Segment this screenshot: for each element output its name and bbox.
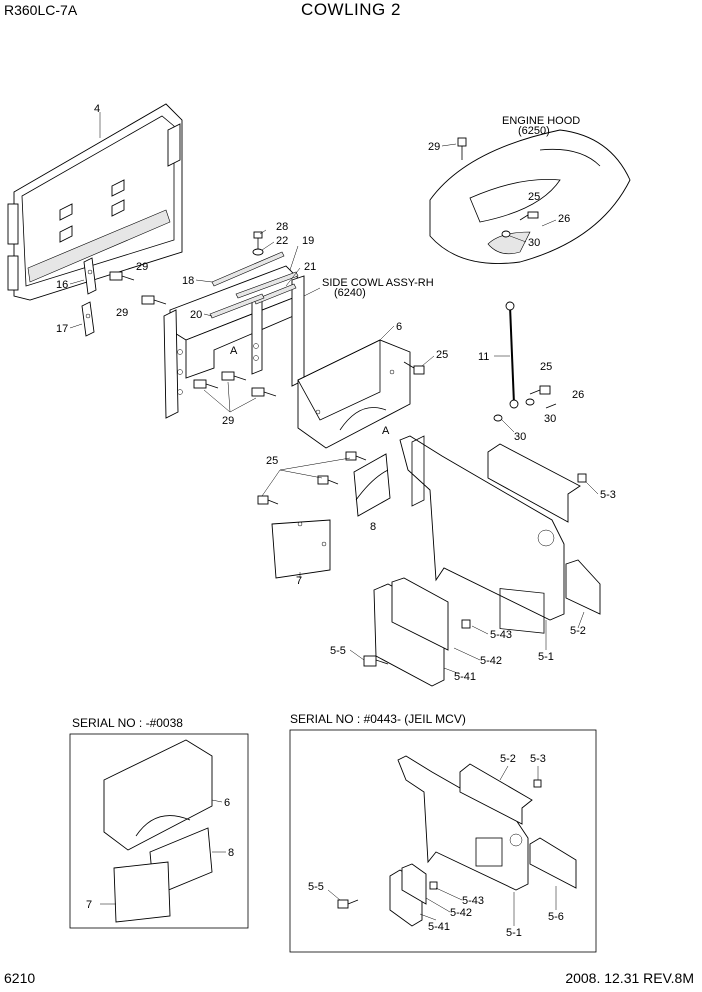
bolt-25-group — [257, 451, 367, 505]
callout-29-d: 29 — [428, 141, 440, 153]
serial-box-right — [289, 729, 597, 953]
model-number: R360LC-7A — [4, 2, 78, 18]
serial-right-plate-5-41 — [389, 863, 427, 927]
page-title: COWLING 2 — [301, 0, 401, 19]
callout-7: 7 — [296, 575, 302, 587]
callout-5-1: 5-1 — [538, 651, 554, 663]
bolt-29-d — [457, 137, 467, 160]
callout-18: 18 — [182, 275, 194, 287]
callout-25-b: 25 — [266, 455, 278, 467]
serial-right-callout-5-42: 5-42 — [450, 907, 472, 919]
callout-30-b: 30 — [514, 431, 526, 443]
callout-5-42: 5-42 — [480, 655, 502, 667]
view-a-label-2: A — [382, 425, 390, 437]
revision-date: 2008. 12.31 REV.8M — [565, 970, 694, 986]
page-number: 6210 — [4, 970, 36, 986]
bolt-29-b — [141, 295, 167, 305]
serial-label-right: SERIAL NO : #0443- (JEIL MCV) — [290, 712, 466, 726]
callout-17: 17 — [56, 323, 68, 335]
part-5-1-frame — [399, 435, 565, 634]
engine-hood-ref: (6250) — [518, 125, 550, 137]
part-7-plate — [271, 519, 331, 579]
callout-5-2: 5-2 — [570, 625, 586, 637]
serial-left-part-6 — [103, 739, 213, 851]
part-16-bracket — [83, 257, 97, 295]
callout-5-43: 5-43 — [490, 629, 512, 641]
bolt-29-c — [193, 371, 277, 397]
washer-30-lower — [493, 414, 503, 422]
callout-11: 11 — [478, 351, 489, 363]
serial-left-callout-6: 6 — [224, 797, 230, 809]
callout-6: 6 — [396, 321, 402, 333]
serial-box-left — [69, 733, 249, 929]
callout-22: 22 — [276, 235, 288, 247]
serial-right-callout-5-43: 5-43 — [462, 895, 484, 907]
serial-right-callout-5-41: 5-41 — [428, 921, 450, 933]
callout-29-b: 29 — [116, 307, 128, 319]
bolt-25-hood — [519, 211, 539, 221]
serial-right-screw-5-3 — [533, 779, 542, 788]
callout-25-a: 25 — [436, 349, 448, 361]
callout-4: 4 — [94, 103, 100, 115]
callout-29-c: 29 — [222, 415, 234, 427]
callout-25-hood: 25 — [528, 191, 540, 203]
view-a-label-1: A — [230, 345, 238, 357]
callout-5-5: 5-5 — [330, 645, 346, 657]
washer-30-hood — [501, 230, 511, 238]
serial-label-left: SERIAL NO : -#0038 — [72, 716, 183, 730]
serial-right-screw-5-43 — [429, 881, 438, 890]
serial-right-pad-5-2 — [459, 763, 533, 825]
screw-5-3 — [577, 473, 587, 483]
callout-25-right: 25 — [540, 361, 552, 373]
engine-hood-note: ENGINE HOOD — [502, 115, 580, 127]
part-8-plate — [353, 453, 391, 517]
part-5-3-pad — [487, 443, 581, 523]
screw-5-43 — [461, 619, 471, 629]
serial-right-pad-5-6 — [529, 837, 577, 889]
callout-8: 8 — [370, 521, 376, 533]
strip-18 — [211, 251, 285, 287]
callout-16: 16 — [56, 279, 68, 291]
callout-19: 19 — [302, 235, 314, 247]
part-11-rod — [505, 301, 519, 409]
serial-left-callout-7: 7 — [86, 899, 92, 911]
callout-5-3: 5-3 — [600, 489, 616, 501]
part-4-side-panel — [7, 103, 183, 301]
serial-right-callout-5-5: 5-5 — [308, 881, 324, 893]
bolt-25-a — [403, 361, 425, 375]
callout-26-hood: 26 — [558, 213, 570, 225]
serial-right-callout-5-3: 5-3 — [530, 753, 546, 765]
part-5-41-plate — [373, 577, 449, 687]
part-5-2-pad — [565, 559, 601, 615]
bolt-29-a — [109, 271, 135, 281]
callout-20: 20 — [190, 309, 202, 321]
callout-26-right: 26 — [572, 389, 584, 401]
serial-right-callout-5-6: 5-6 — [548, 911, 564, 923]
callout-21: 21 — [304, 261, 316, 273]
part-6-cover — [297, 339, 411, 449]
engine-hood — [429, 129, 631, 264]
bolt-28 — [253, 231, 263, 250]
bolt-25-26-right — [525, 385, 557, 409]
serial-left-part-7 — [113, 861, 171, 923]
serial-right-callout-5-2: 5-2 — [500, 753, 516, 765]
callout-30-a: 30 — [528, 237, 540, 249]
serial-right-frame-5-1 — [397, 755, 529, 891]
serial-right-bolt-5-5 — [337, 899, 359, 909]
strip-21 — [253, 283, 297, 305]
side-cowl-ref: (6240) — [334, 287, 366, 299]
washer-22 — [252, 248, 264, 256]
strip-19 — [235, 271, 299, 299]
bolt-5-5 — [363, 655, 389, 667]
part-17-bracket — [81, 301, 95, 337]
callout-30-right: 30 — [544, 413, 556, 425]
callout-28: 28 — [276, 221, 288, 233]
callout-29-a: 29 — [136, 261, 148, 273]
strip-20 — [209, 293, 265, 319]
side-cowl-note: SIDE COWL ASSY-RH — [322, 277, 434, 289]
serial-right-callout-5-1: 5-1 — [506, 927, 522, 939]
callout-5-41: 5-41 — [454, 671, 476, 683]
serial-left-callout-8: 8 — [228, 847, 234, 859]
